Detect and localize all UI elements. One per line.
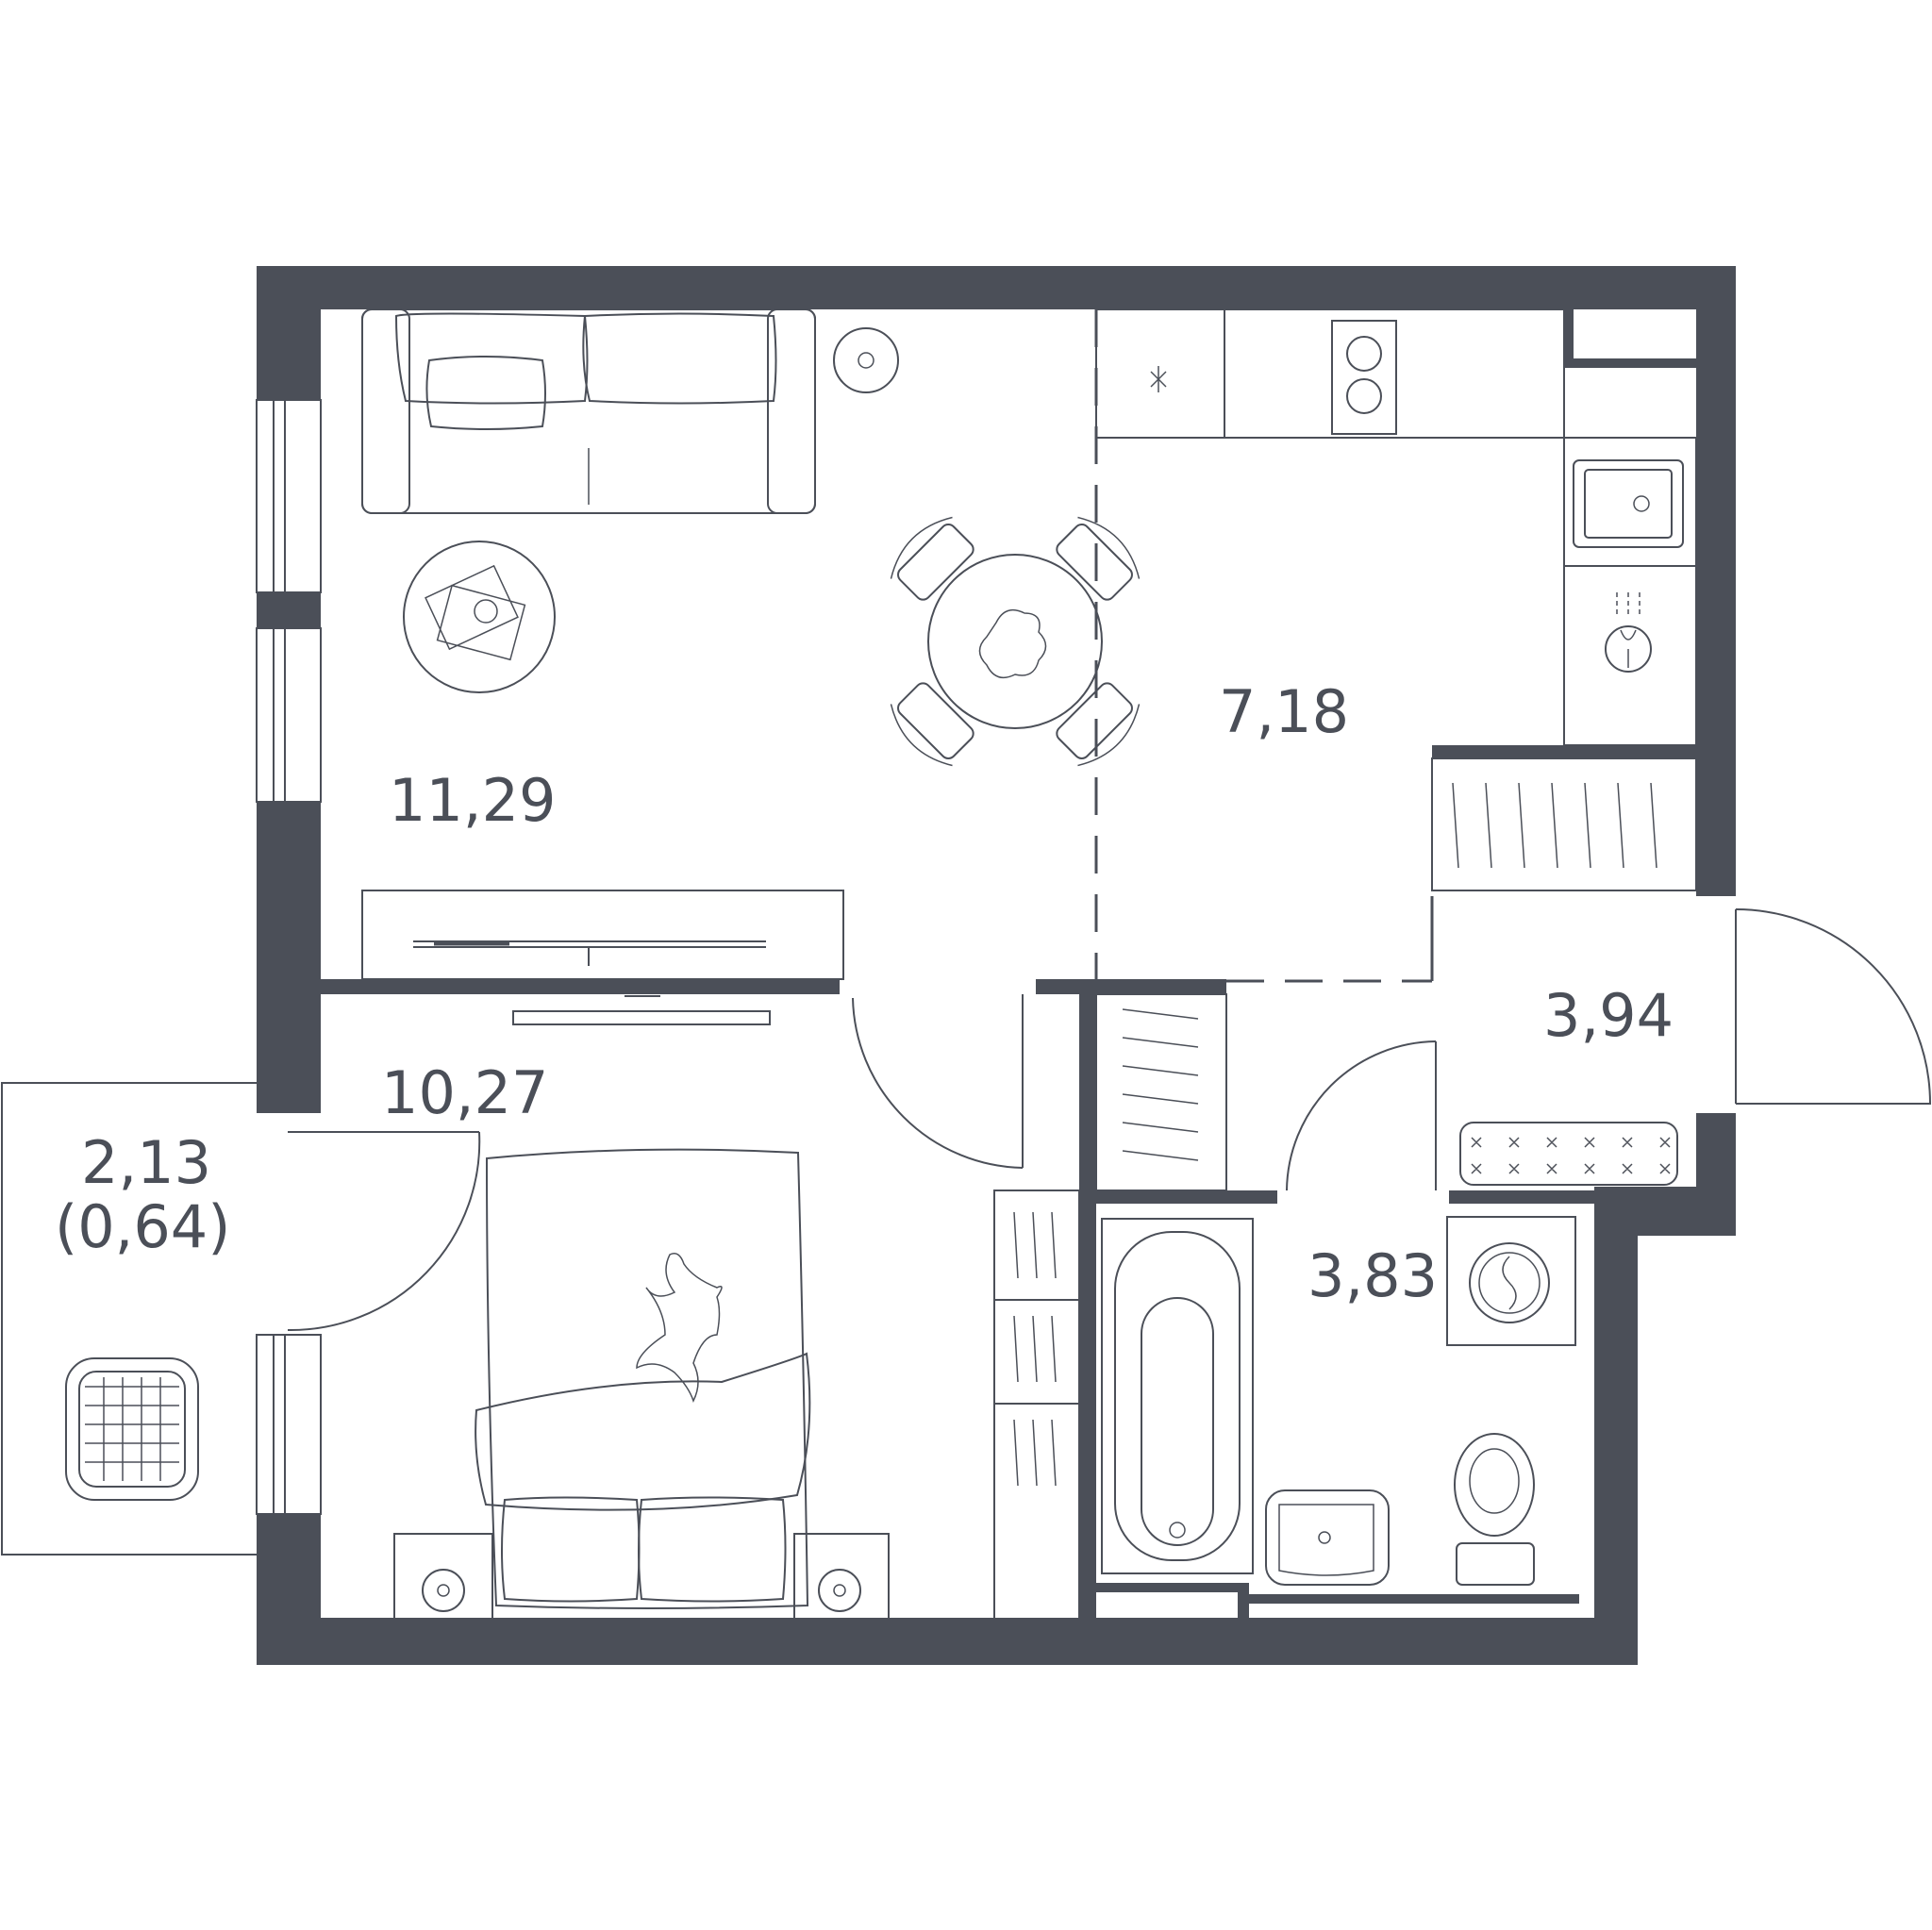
- sink-icon: [1573, 459, 1684, 548]
- entrance-door: [1735, 908, 1932, 1105]
- tv-stand-icon: [361, 890, 844, 980]
- walls: [257, 266, 1736, 1665]
- floor-lamp-icon: [833, 327, 899, 393]
- windows: [256, 399, 322, 1515]
- area-balcony: 2,13: [81, 1128, 211, 1197]
- sofa-icon: [361, 308, 816, 514]
- cooktop-icon: [1331, 320, 1397, 435]
- coffee-table-icon: [403, 541, 556, 693]
- area-kitchen: 7,18: [1219, 677, 1349, 746]
- washbasin-icon: [1265, 1489, 1390, 1586]
- dishwasher-icon: [1605, 592, 1652, 673]
- bedroom-wardrobe-icon: [993, 1190, 1080, 1620]
- kitchen-cabinets: [1095, 308, 1697, 746]
- bathroom-door: [1286, 1040, 1437, 1191]
- bedroom-door: [852, 994, 1024, 1169]
- area-bathroom: 3,83: [1307, 1241, 1438, 1310]
- area-balcony-reduced: (0,64): [55, 1192, 230, 1261]
- bed-icon: [475, 1148, 811, 1609]
- area-hall: 3,94: [1543, 981, 1674, 1050]
- balcony-chair-icon: [65, 1357, 199, 1501]
- area-bedroom: 10,27: [381, 1058, 549, 1127]
- balcony-outline: [1, 1082, 481, 1556]
- toilet-icon: [1454, 1433, 1535, 1586]
- cat-icon: [636, 1253, 723, 1403]
- nightstand-icon: [793, 1533, 890, 1620]
- hall-wardrobe-icon: [1095, 993, 1227, 1191]
- washing-machine-icon: [1446, 1216, 1576, 1346]
- shoe-rack-icon: [1459, 1122, 1678, 1186]
- wardrobe-icon: [1431, 757, 1697, 891]
- bathtub-icon: [1101, 1218, 1254, 1574]
- tv-icon: [512, 995, 771, 1025]
- zone-divider: [1094, 309, 1434, 983]
- nightstand-icon: [393, 1533, 493, 1620]
- area-living: 11,29: [389, 766, 557, 835]
- dining-set-icon: [890, 516, 1141, 767]
